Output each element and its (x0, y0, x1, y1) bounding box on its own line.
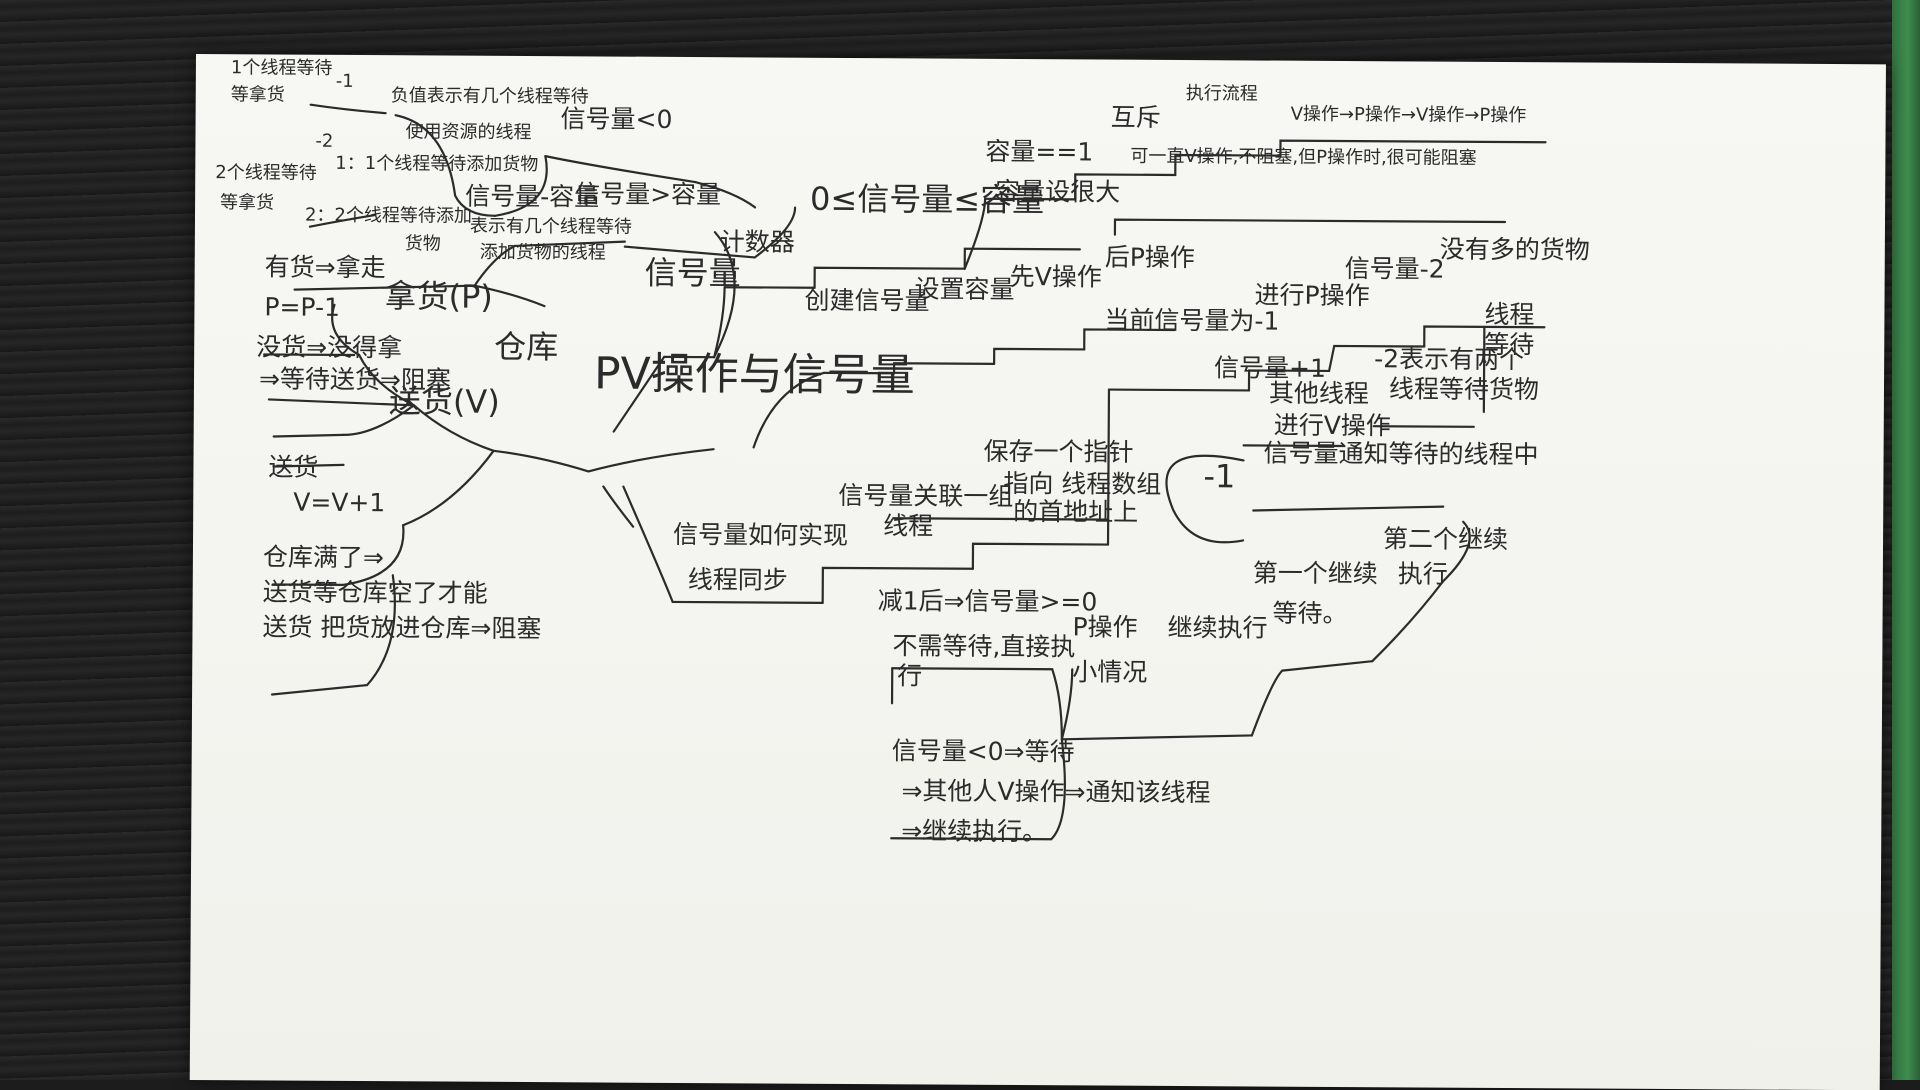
have-goods: 有货⇒拿走 (264, 252, 386, 283)
no-wait: 不需等待,直接执 (892, 631, 1076, 662)
capacity-large: 容量设很大 (995, 176, 1121, 207)
sem-gt-cap-condition: 信号量>容量 (575, 179, 722, 210)
second-continue: 第二个继续 (1382, 524, 1509, 555)
two-waiting: 2个线程等待 (215, 162, 317, 184)
first-v: 先V操作 (1009, 261, 1102, 292)
full-wait: 送货等仓库空了才能 (262, 577, 488, 608)
assoc-node: 信号量关联一组 (838, 480, 1014, 512)
two-threads-sub: 线程等待货物 (1388, 374, 1540, 405)
p-formula: P=P-1 (264, 292, 341, 322)
green-tape (1892, 0, 1920, 1080)
sem-minus2: 信号量-2 (1344, 254, 1445, 284)
do-v: 进行V操作 (1273, 410, 1391, 441)
mindmap-lines (263, 103, 1547, 841)
pv-order: V操作→P操作→V操作→P操作 (1290, 103, 1527, 127)
sem-lt0-condition: 信号量<0 (560, 104, 673, 134)
small-case: 小情况 (1072, 657, 1148, 687)
assoc-sub: 线程 (883, 511, 934, 541)
one-waiting-sub: 等拿货 (230, 84, 285, 106)
cap-case2: 2：2个线程等待添加 (304, 204, 472, 227)
impl-sub: 线程同步 (687, 565, 788, 595)
p-op: P操作 (1072, 612, 1138, 642)
continue-exec: ⇒继续执行。 (901, 816, 1048, 847)
cap-case1: 1：1个线程等待添加货物 (335, 152, 539, 176)
then-p: 后P操作 (1104, 242, 1195, 273)
two-waiting-sub: 等拿货 (220, 192, 275, 214)
no-goods: 没货⇒没得拿 (256, 332, 403, 363)
pointer-sub: 指向 线程数组 (1003, 468, 1162, 499)
p-continue: 继续执行 (1167, 612, 1268, 643)
large-desc: 可一直V操作,不阻塞,但P操作时,很可能阻塞 (1130, 145, 1477, 169)
do-p: 进行P操作 (1254, 280, 1370, 311)
first-continue: 第一个继续 (1252, 558, 1378, 589)
mutex-node: 互斥 (1110, 102, 1161, 132)
pointer-node: 保存一个指针 (983, 436, 1134, 467)
current-minus1: 当前信号量为-1 (1104, 305, 1280, 336)
cap-meaning-sub2: 添加货物的线程 (479, 241, 606, 264)
first-wait: 等待。 (1272, 598, 1348, 629)
v-formula: V=V+1 (293, 487, 386, 518)
no-goods-left: 没有多的货物 (1439, 234, 1590, 265)
minus2-label: -2 (315, 130, 334, 152)
set-capacity: 设置容量 (914, 274, 1015, 305)
thread-wait: 线程 (1484, 299, 1535, 330)
neg-meaning-sub: 使用资源的线程 (405, 121, 532, 144)
capacity-one: 容量==1 (985, 136, 1094, 167)
lt0-node: 信号量<0⇒等待 (891, 736, 1075, 767)
other-v: ⇒其他人V操作⇒通知该线程 (901, 776, 1211, 808)
center-topic: PV操作与信号量 (593, 348, 915, 402)
pointer-sub2: 的首地址上 (1013, 497, 1139, 527)
paper-sheet: PV操作与信号量 仓库 拿货(P) 有货⇒拿走 P=P-1 没货⇒没得拿 ⇒等待… (189, 54, 1886, 1090)
ge0-node: 减1后⇒信号量>=0 (877, 586, 1098, 617)
cap-meaning-sub: 表示有几个线程等待 (469, 215, 633, 238)
create-sem: 创建信号量 (804, 285, 930, 316)
full-block: 送货 把货放进仓库⇒阻塞 (262, 612, 542, 644)
semaphore-node: 信号量 (644, 253, 741, 293)
warehouse-full: 仓库满了⇒ (262, 542, 384, 573)
counter-node: 计数器 (719, 227, 795, 257)
second-exec: 执行 (1397, 559, 1448, 589)
take-goods-node: 拿货(P) (384, 277, 493, 316)
cap-case2-sub: 货物 (404, 233, 441, 255)
exec-flow: 执行流程 (1185, 83, 1258, 105)
two-threads: -2表示有两个 (1374, 344, 1525, 375)
no-wait2: 行 (897, 661, 923, 691)
minus1-label: -1 (335, 70, 354, 92)
neg-meaning: 负值表示有几个线程等待 (390, 85, 589, 108)
send-label: 送货 (268, 452, 319, 482)
warehouse-node: 仓库 (494, 327, 559, 367)
other-thread: 其他线程 (1268, 378, 1370, 409)
notify: 信号量通知等待的线程中 (1263, 438, 1539, 470)
send-goods-node: 送货(V) (388, 382, 500, 421)
impl-node: 信号量如何实现 (672, 519, 849, 550)
minus1-loop: -1 (1203, 457, 1236, 496)
one-waiting: 1个线程等待 (230, 57, 333, 79)
